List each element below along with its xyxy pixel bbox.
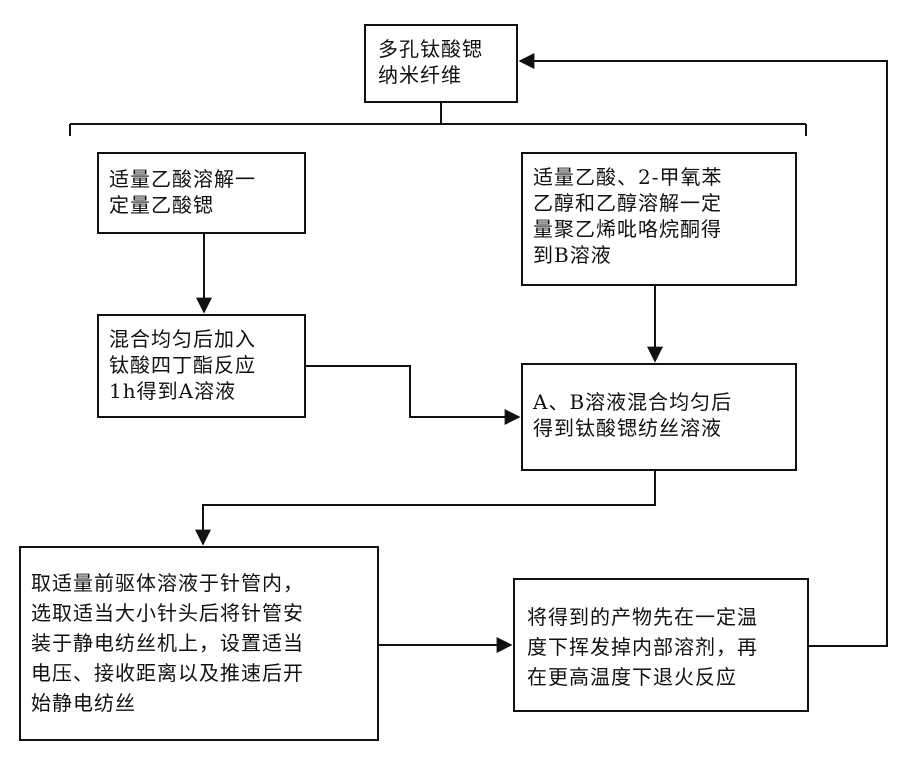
- node-text-line: 装于静电纺丝机上，设置适当: [31, 628, 377, 658]
- node-text-line: 取适量前驱体溶液于针管内，: [31, 568, 377, 598]
- node-text-line: 在更高温度下退火反应: [527, 662, 807, 692]
- node-text-line: 乙醇和乙醇溶解一定: [533, 190, 795, 216]
- node-text-line: 多孔钛酸锶: [378, 36, 516, 62]
- node-text-line: 量聚乙烯吡咯烷酮得: [533, 216, 795, 242]
- node-text-line: 始静电纺丝: [31, 688, 377, 718]
- node-text-line: 度下挥发掉内部溶剂，再: [527, 632, 807, 662]
- edge-ab-to-spin: [203, 471, 655, 544]
- node-dissolve-strontium-acetate: 适量乙酸溶解一 定量乙酸锶: [97, 152, 306, 234]
- node-text-line: 1h得到A溶液: [109, 378, 304, 404]
- node-text-line: 到B溶液: [533, 242, 795, 268]
- node-evaporate-and-anneal: 将得到的产物先在一定温 度下挥发掉内部溶剂，再 在更高温度下退火反应: [513, 578, 809, 712]
- node-text-line: 混合均匀后加入: [109, 326, 304, 352]
- node-text-line: A、B溶液混合均匀后: [533, 389, 795, 415]
- node-text-line: 纳米纤维: [378, 62, 516, 88]
- node-electrospinning: 取适量前驱体溶液于针管内， 选取适当大小针头后将针管安 装于静电纺丝机上，设置适…: [19, 546, 379, 741]
- node-text-line: 电压、接收距离以及推速后开: [31, 658, 377, 688]
- node-text-line: 适量乙酸溶解一: [109, 166, 304, 192]
- node-text-line: 将得到的产物先在一定温: [527, 602, 807, 632]
- edge-a2-to-ab: [306, 366, 519, 417]
- node-mix-spinning-solution: A、B溶液混合均匀后 得到钛酸锶纺丝溶液: [521, 363, 797, 471]
- node-text-line: 得到钛酸锶纺丝溶液: [533, 415, 795, 441]
- edge-anneal-to-top: [520, 61, 887, 646]
- node-text-line: 定量乙酸锶: [109, 192, 304, 218]
- node-text-line: 钛酸四丁酯反应: [109, 352, 304, 378]
- node-prepare-solution-a: 混合均匀后加入 钛酸四丁酯反应 1h得到A溶液: [97, 314, 306, 418]
- node-text-line: 选取适当大小针头后将针管安: [31, 598, 377, 628]
- node-prepare-solution-b: 适量乙酸、2-甲氧苯 乙醇和乙醇溶解一定 量聚乙烯吡咯烷酮得 到B溶液: [521, 152, 797, 286]
- node-text-line: 适量乙酸、2-甲氧苯: [533, 164, 795, 190]
- node-porous-srtio3-nanofiber: 多孔钛酸锶 纳米纤维: [364, 24, 518, 103]
- branch-bracket: [70, 103, 806, 136]
